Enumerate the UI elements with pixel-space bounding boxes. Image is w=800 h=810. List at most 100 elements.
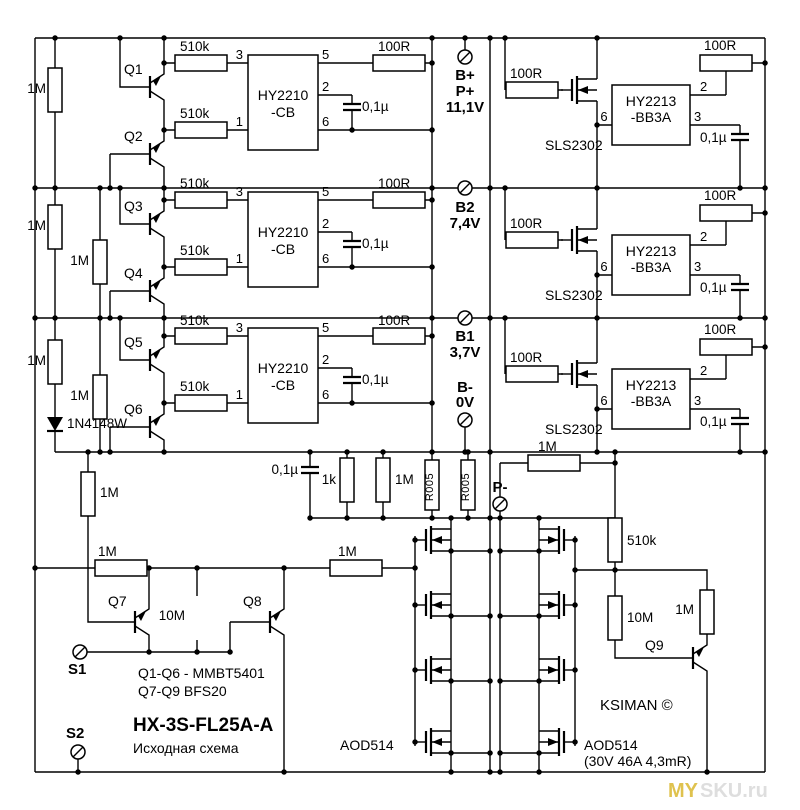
balance-ic-name: -BB3A (631, 393, 672, 409)
power-mosfet-symbol (537, 654, 577, 686)
schematic-title: HX-3S-FL25A-A (133, 715, 274, 736)
note-transistors-2: Q7-Q9 BFS20 (138, 683, 227, 699)
capacitor (729, 123, 751, 151)
resistor-value-label: 100R (704, 188, 737, 203)
protection-ic-name: HY2210 (258, 87, 309, 103)
resistor-value-label: 1M (675, 602, 694, 617)
capacitor (341, 366, 363, 394)
resistor-value-label: 100R (704, 38, 737, 53)
resistor-100r (372, 191, 426, 209)
transistor-q1-label: Q1 (124, 61, 143, 77)
watermark-part1: MY (668, 780, 699, 802)
capacitor-value-label: 0,1µ (700, 280, 727, 295)
terminal-b-minus-icon (457, 412, 473, 428)
power-fet-label: AOD514 (584, 737, 638, 753)
resistor-1m (47, 204, 63, 250)
terminal-b1-icon (457, 310, 473, 326)
terminal-b1-label: B1 (455, 328, 474, 345)
b1-voltage-label: 3,7V (450, 344, 481, 361)
pin-label: 5 (322, 320, 329, 335)
pin-label: 2 (322, 352, 329, 367)
resistor-value-label: 1k (322, 472, 337, 487)
resistor-510k (174, 258, 228, 276)
labels: 1M 1M 1M 1M 1M 1M 1N4148W Q1 Q2 Q3 Q4 Q5… (27, 38, 768, 802)
capacitor-value-label: 0,1µ (271, 462, 298, 477)
resistor-510k (174, 327, 228, 345)
terminal-s2-icon (70, 744, 86, 760)
capacitor-value-label: 0,1µ (700, 130, 727, 145)
terminal-b-plus-icon (457, 49, 473, 65)
resistor-value-label: 510k (180, 379, 210, 394)
transistor-q4-label: Q4 (124, 265, 143, 281)
protection-ic-2 (247, 191, 319, 288)
resistor-1m (329, 559, 383, 577)
resistor-100r (699, 204, 753, 222)
resistor-100r (372, 54, 426, 72)
resistor-510k (607, 517, 623, 563)
transistor-q7-label: Q7 (108, 593, 127, 609)
resistor-value-label: 10M (159, 608, 185, 623)
resistor-value-label: 1M (98, 544, 117, 559)
capacitor (729, 407, 751, 435)
terminal-p-plus-label: P+ (456, 83, 475, 100)
pin-label: 5 (322, 184, 329, 199)
pin-label: 6 (600, 259, 607, 274)
power-mosfet-symbol (413, 524, 453, 556)
resistor-value-label: 1M (338, 544, 357, 559)
resistor-value-label: 510k (180, 313, 210, 328)
pin-label: 2 (322, 79, 329, 94)
terminal-b2-label: B2 (455, 199, 474, 216)
power-mosfet-symbol (413, 589, 453, 621)
pin-label: 6 (600, 393, 607, 408)
resistor-1m (47, 67, 63, 113)
diode-label: 1N4148W (67, 416, 127, 431)
pin-label: 3 (236, 320, 243, 335)
transistor-q8-label: Q8 (243, 593, 262, 609)
resistor-1m (94, 559, 148, 577)
resistor-1m (47, 339, 63, 385)
balance-mosfet-1-symbol (559, 74, 599, 106)
resistor-value-label: 100R (510, 216, 543, 231)
resistor-value-label: 1M (70, 388, 89, 403)
resistor-value-label: 510k (180, 243, 210, 258)
protection-ic-name: HY2210 (258, 224, 309, 240)
resistor-100r (372, 327, 426, 345)
power-mosfet-symbol (537, 589, 577, 621)
balance-mosfet-2-symbol (559, 224, 599, 256)
balance-ic-3 (611, 368, 691, 430)
protection-ic-3 (247, 327, 319, 424)
pack-voltage-label: 11,1V (446, 99, 484, 116)
pin-label: 3 (694, 109, 701, 124)
capacitor (729, 273, 751, 301)
resistor-value-label: 100R (378, 176, 411, 191)
protection-ic-blocks (247, 54, 691, 430)
capacitor (299, 456, 321, 484)
power-mosfet-symbol (537, 524, 577, 556)
balance-ic-name: -BB3A (631, 109, 672, 125)
resistor-1m (92, 239, 108, 285)
power-mosfet-symbol (537, 726, 577, 758)
terminal-s2-label: S2 (66, 725, 84, 742)
resistor-value-label: 100R (510, 350, 543, 365)
terminal-p-minus-label: P- (493, 479, 508, 496)
power-mosfet-symbol (413, 726, 453, 758)
pin-label: 3 (694, 259, 701, 274)
transistor-q9-label: Q9 (645, 637, 664, 653)
pin-label: 1 (236, 251, 243, 266)
resistor-value-label: 1M (100, 485, 119, 500)
capacitor-value-label: 0,1µ (362, 372, 389, 387)
pin-label: 6 (322, 387, 329, 402)
resistor-value-label: 1M (395, 472, 414, 487)
terminal-b2-icon (457, 180, 473, 196)
resistor-10m (607, 595, 623, 641)
protection-ic-name: HY2210 (258, 360, 309, 376)
capacitor-value-label: 0,1µ (700, 414, 727, 429)
pin-label: 6 (322, 251, 329, 266)
balance-ic-name: -BB3A (631, 259, 672, 275)
power-fet-spec-label: (30V 46A 4,3mR) (584, 753, 691, 769)
resistor-510k (174, 121, 228, 139)
terminal-s1-label: S1 (68, 661, 86, 678)
balance-ic-name: HY2213 (626, 243, 677, 259)
resistor-1m (92, 374, 108, 420)
resistor-value-label: 100R (510, 66, 543, 81)
